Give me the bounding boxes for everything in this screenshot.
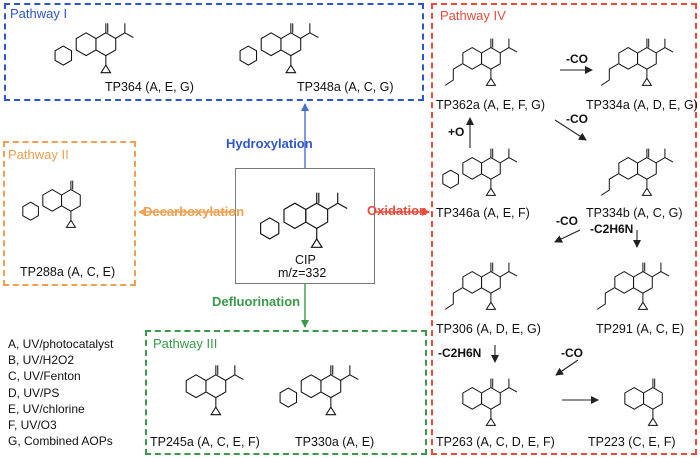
compound-label-tp330a: TP330a (A, E) [295,435,375,449]
structure-tp346a [442,148,518,196]
pathway-2-title: Pathway II [8,147,69,162]
step-label-3: -CO [566,112,588,126]
legend-item: D, UV/PS [8,385,60,400]
structure-tp288a [22,180,81,228]
structure-tp348a [239,23,319,74]
step-label-1: -CO [566,52,588,66]
legend-item: E, UV/chlorine [8,401,85,416]
defluorination-label: Defluorination [212,294,301,309]
compound-label-tp364: TP364 (A, E, G) [105,80,194,94]
step-arrow-4 [554,229,581,243]
pathway-3-title: Pathway III [153,336,218,351]
compound-label-tp346a: TP346a (A, E, F) [436,206,530,220]
pathway-2-panel [3,141,136,286]
compound-label-tp306: TP306 (A, D, E, G) [436,322,541,336]
structure-tp306 [444,262,518,310]
compound-label-tp288a: TP288a (A, C, E) [20,265,116,279]
legend-item: F, UV/O3 [8,418,57,433]
structure-tp223 [624,378,663,426]
structure-tp245a [185,365,244,416]
cip-name: CIP [295,253,316,267]
compound-label-tp245a: TP245a (A, C, E, F) [150,435,260,449]
structure-tp334a [600,38,674,86]
compound-label-tp223: TP223 (C, E, F) [588,435,676,449]
structure-cip [260,192,348,248]
structure-tp362a [444,38,518,86]
compound-label-tp334a: TP334a (A, D, E, G) [586,98,698,112]
structure-tp334b [600,148,674,196]
step-arrow-7 [555,359,579,376]
cip-mz: m/z=332 [278,266,327,280]
compound-label-tp263: TP263 (A, C, D, E, F) [436,435,555,449]
compound-label-tp362a: TP362a (A, E, F, G) [436,98,546,112]
decarboxylation-label: Decarboxylation [143,204,245,219]
compound-label-tp334b: TP334b (A, C, G) [586,206,683,220]
pathway-1-title: Pathway I [10,6,68,21]
structure-tp263 [462,378,518,426]
pathway-3-panel [145,330,427,455]
hydroxylation-label: Hydroxylation [226,136,313,151]
structure-tp330a [279,365,359,416]
cip-box [235,168,375,284]
legend-item: B, UV/H2O2 [8,353,75,368]
step-label-2: +O [448,125,465,139]
method-legend: A, UV/photocatalyst B, UV/H2O2 C, UV/Fen… [8,336,113,449]
legend-item: C, UV/Fenton [8,369,81,384]
step-label-4: -CO [556,214,578,228]
legend-item: A, UV/photocatalyst [8,337,114,351]
oxidation-label: Oxidation [367,203,427,218]
compound-label-tp348a: TP348a (A, C, G) [297,80,394,94]
pathway-4-panel [431,3,697,455]
pathway-1-panel [4,3,424,101]
step-label-5: -C2H6N [590,222,634,236]
pathway-4-title: Pathway IV [440,8,506,23]
step-label-6: -C2H6N [438,346,482,360]
step-arrow-3 [554,119,587,141]
structure-tp291 [596,262,670,310]
legend-item: G, Combined AOPs [8,434,113,449]
structure-tp364 [54,23,134,74]
compound-label-tp291: TP291 (A, C, E) [596,322,685,336]
step-label-7: -CO [561,346,583,360]
